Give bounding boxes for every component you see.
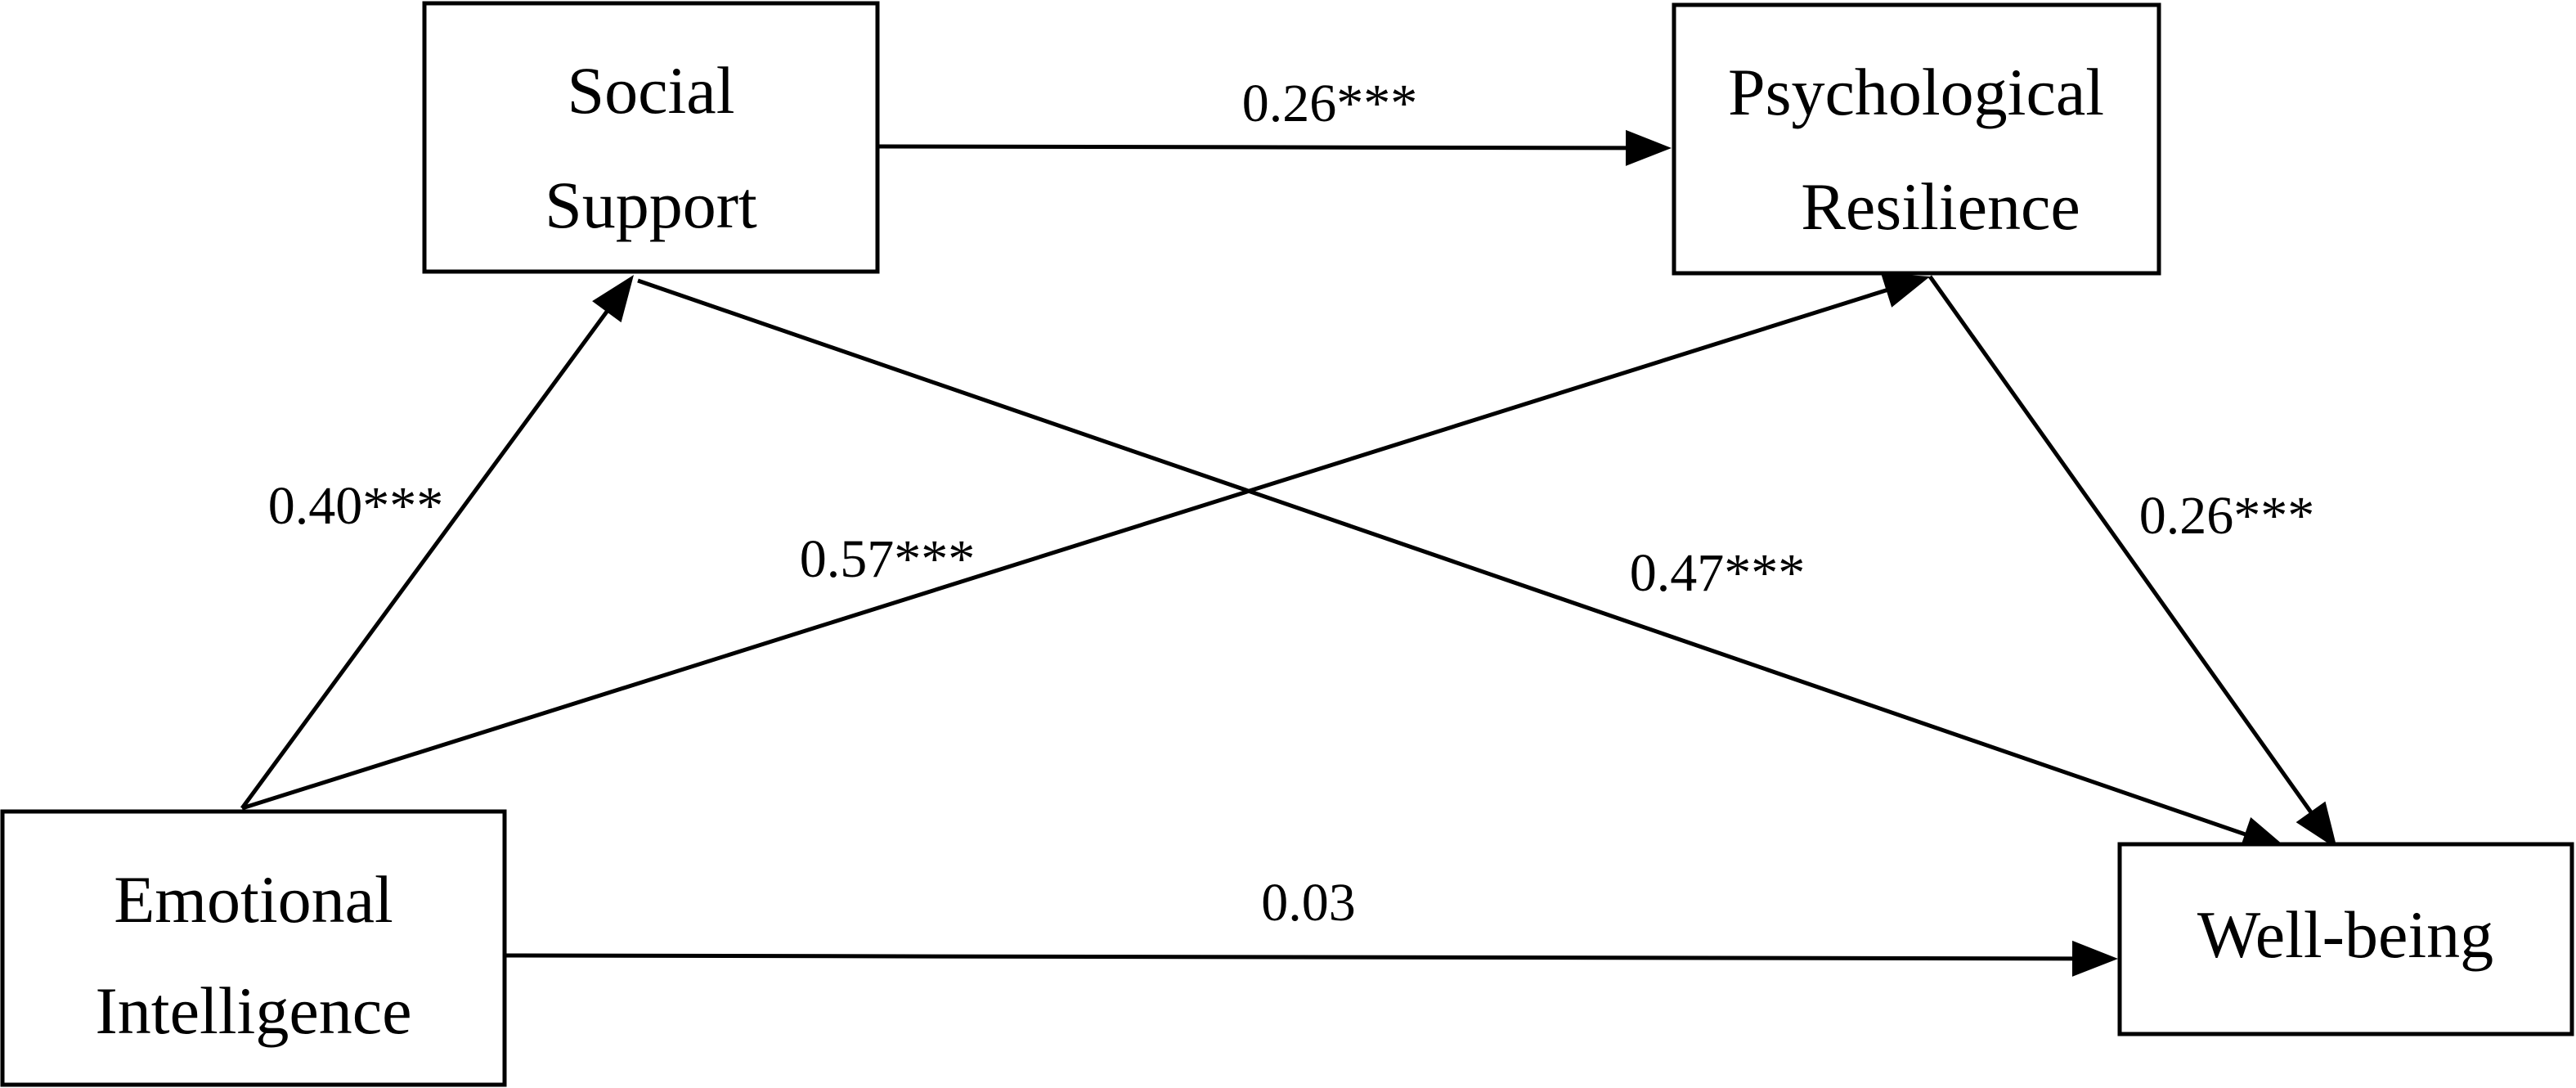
edge-line-ei-to-ss	[240, 308, 611, 810]
node-emotional-intelligence-line1: Emotional	[114, 862, 393, 937]
edge-label-ei-to-wb: 0.03	[1261, 873, 1356, 933]
edge-arrowhead-ei-to-ss	[592, 275, 634, 323]
edge-label-ei-to-ss: 0.40***	[268, 476, 444, 536]
node-psychological-resilience: Psychological Resilience	[1672, 2, 2161, 276]
node-well-being-line1: Well-being	[2197, 897, 2493, 972]
node-psychological-resilience-line2: Resilience	[1801, 169, 2080, 244]
edge-arrowhead-ss-to-pr	[1625, 129, 1672, 166]
edge-arrowhead-pr-to-wb	[2296, 801, 2337, 849]
node-psychological-resilience-box	[1672, 2, 2161, 276]
edge-line-ei-to-pr	[241, 287, 1891, 811]
node-psychological-resilience-line1: Psychological	[1728, 55, 2104, 129]
edge-line-ei-to-wb	[505, 953, 2076, 961]
edge-line-ss-to-pr	[878, 144, 1630, 151]
edge-line-pr-to-wb	[1928, 275, 2314, 816]
edges-layer	[240, 129, 2337, 977]
node-social-support-line2: Support	[545, 168, 757, 242]
edge-line-ss-to-wb	[637, 278, 2249, 838]
node-emotional-intelligence: Emotional Intelligence	[0, 809, 507, 1087]
edge-label-ss-to-pr: 0.26***	[1242, 74, 1418, 133]
edge-label-pr-to-wb: 0.26***	[2139, 486, 2315, 546]
edge-arrowhead-ei-to-wb	[2071, 940, 2118, 977]
node-well-being-box	[2117, 842, 2574, 1036]
node-social-support-line1: Social	[568, 53, 735, 128]
node-well-being: Well-being	[2117, 842, 2574, 1036]
node-social-support-box	[422, 1, 880, 274]
edge-arrowhead-ei-to-pr	[1880, 272, 1930, 308]
edge-label-ei-to-pr: 0.57***	[800, 529, 976, 589]
edge-label-ss-to-wb: 0.47***	[1630, 543, 1806, 603]
node-social-support: Social Support	[422, 1, 880, 274]
node-emotional-intelligence-line2: Intelligence	[95, 973, 411, 1048]
node-emotional-intelligence-box	[0, 809, 507, 1087]
